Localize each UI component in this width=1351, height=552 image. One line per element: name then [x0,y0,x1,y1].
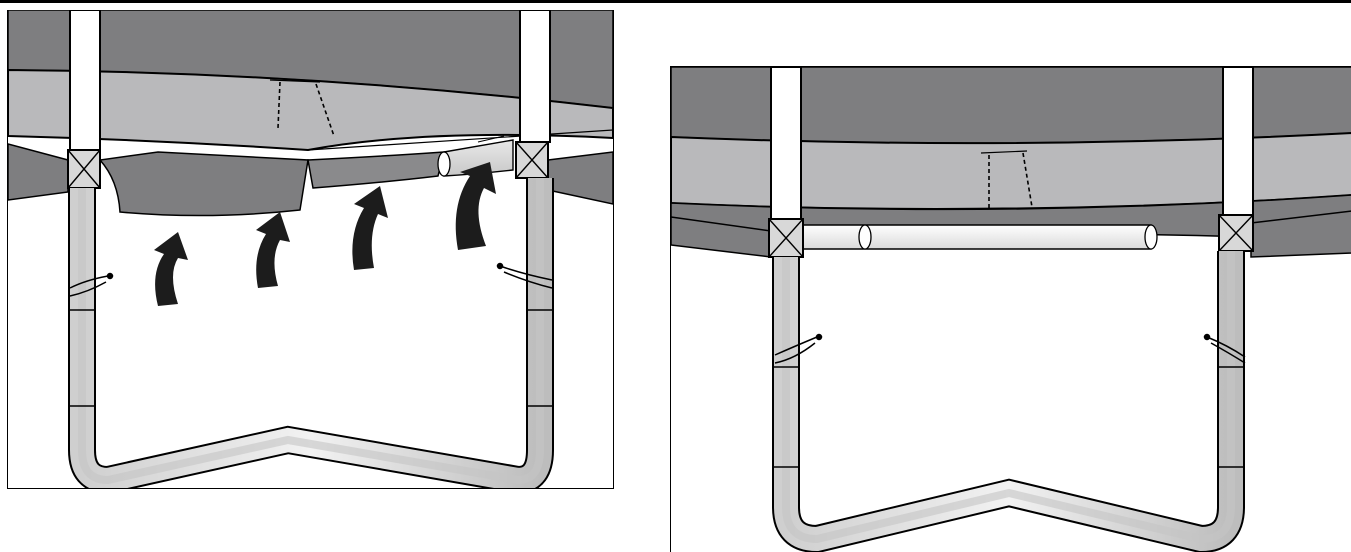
pad-skirt-left [8,143,69,201]
illustration-before [8,10,613,488]
pad-skirt-right [547,151,613,205]
spring-clip-icon [496,262,553,289]
pad-seam [277,81,281,129]
pad-seam [1022,152,1034,214]
curved-up-arrow-icon [256,212,290,288]
enclosure-pole [519,10,551,143]
enclosure-pole [770,67,802,220]
panel-after-pad-tucked [670,66,1351,552]
curved-up-arrow-icon [352,186,388,270]
pad-skirt-lifted [98,151,309,217]
frame-tube [443,139,514,177]
spring-clip-icon [774,333,823,364]
curved-up-arrow-icon [455,162,496,250]
pad-seam [315,83,335,137]
frame-tube [800,224,1152,250]
enclosure-pole [1222,67,1254,216]
pad-skirt-lifted [307,151,445,189]
joint-bracket-icon [515,141,549,179]
joint-bracket-icon [768,218,804,258]
joint-bracket-icon [1218,214,1254,252]
panel-before-pad-tucked [7,10,614,489]
figure-top-rule [0,0,1351,3]
curved-up-arrow-icon [154,232,188,306]
enclosure-pole [69,10,101,151]
spring-clip-icon [1203,333,1246,364]
illustration-after [671,67,1351,552]
joint-bracket-icon [67,149,101,189]
spring-clip-icon [69,272,114,297]
